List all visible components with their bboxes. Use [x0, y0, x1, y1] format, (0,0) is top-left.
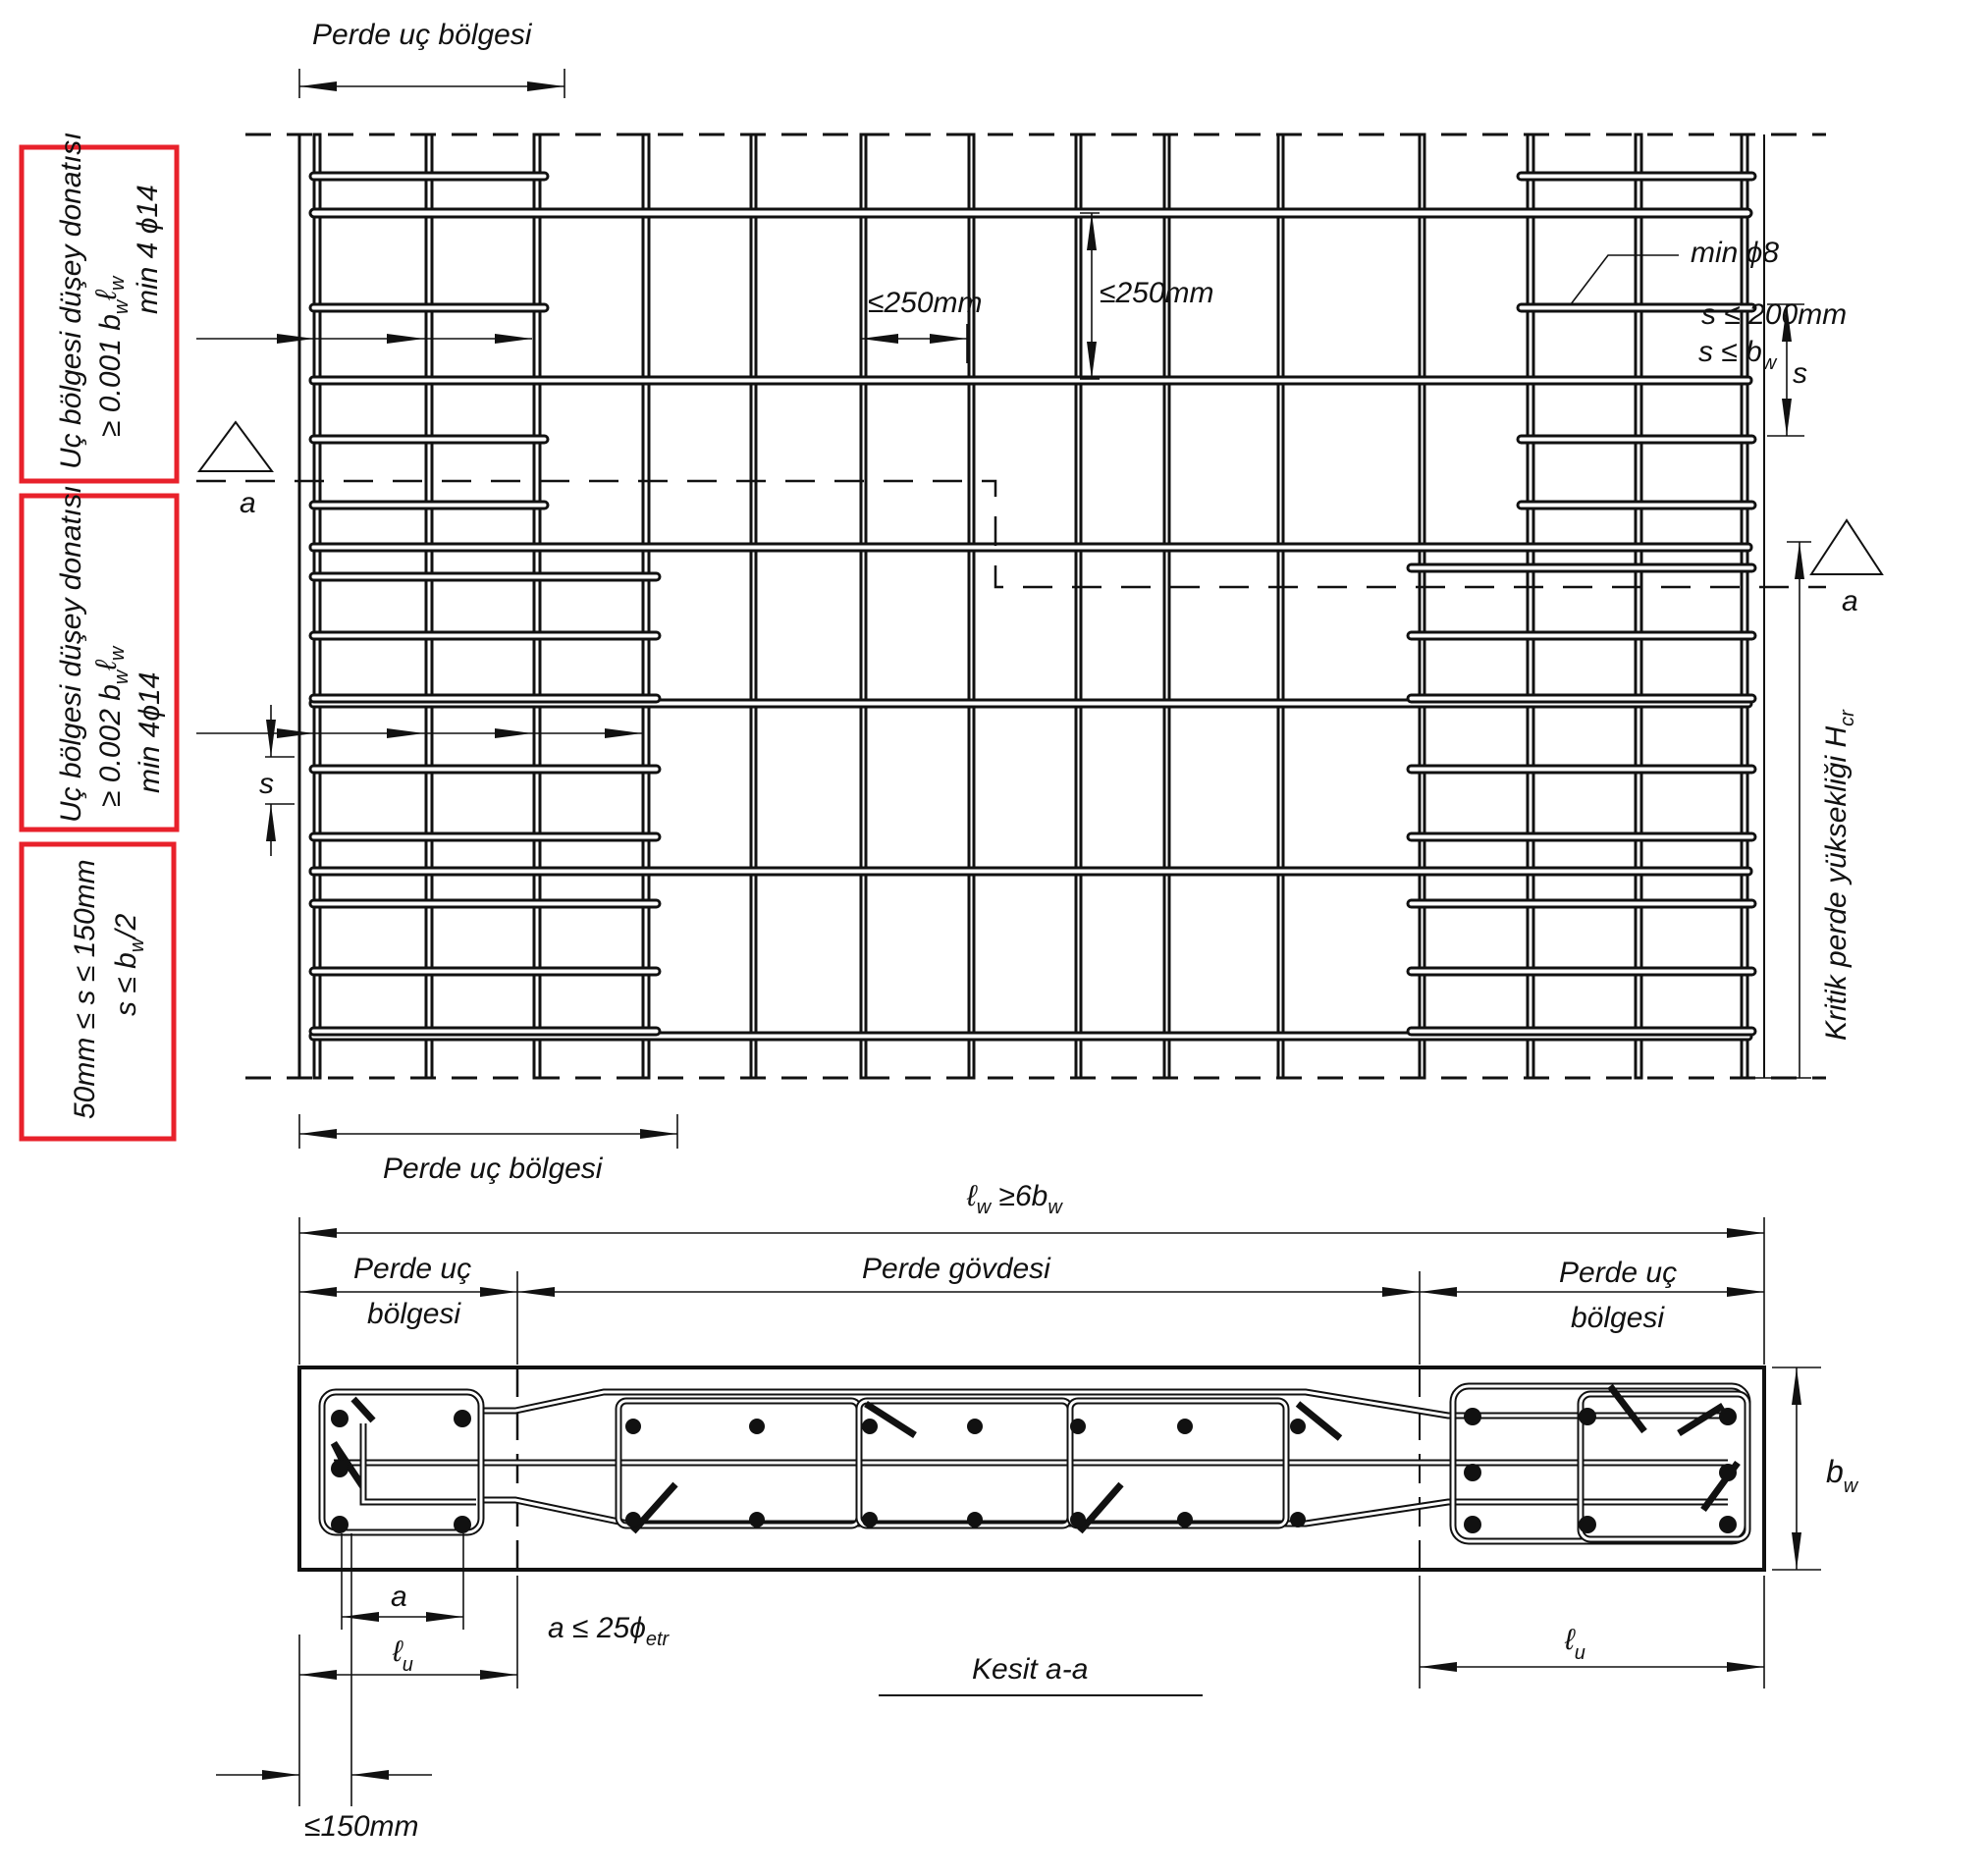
horizontal-bars: [308, 207, 1753, 1042]
note-1-line-1: Uç bölgesi düşey donatısı: [55, 132, 87, 469]
note-3-line-1: 50mm ≤ s ≤ 150mm: [69, 859, 101, 1119]
top-zone-label: Perde uç bölgesi: [312, 19, 533, 51]
right-hoop: [1449, 1382, 1751, 1545]
section-marker-left-label: a: [240, 487, 256, 519]
note-3-line-2: s ≤ bw/2: [110, 913, 148, 1016]
section-cut-line: [196, 479, 1826, 589]
left-s-label: s: [259, 768, 274, 800]
note-1-line-3: min 4 ϕ14: [132, 185, 164, 314]
note-box-2: Uç bölgesi düşey donatısı ≥ 0.002 bwℓw m…: [19, 485, 180, 832]
note-box-3: 50mm ≤ s ≤ 150mm s ≤ bw/2: [19, 841, 177, 1142]
right-zone-label-1: Perde uç: [1559, 1257, 1677, 1289]
vertical-bars: [312, 133, 1749, 1080]
horizontal-spacing-label: ≤250mm: [868, 287, 983, 319]
a-label: a: [391, 1581, 407, 1613]
stirrup-leader-line: [1570, 254, 1679, 305]
section-title: Kesit a-a: [972, 1653, 1088, 1686]
note-2-line-2: ≥ 0.002 bwℓw: [90, 645, 133, 807]
thickness-label: bw: [1826, 1454, 1859, 1497]
cross-section: ℓw ≥6bw Perde uç bölgesi Perde gövdesi P…: [216, 1180, 1859, 1843]
stirrup-spacing-rule-1: s ≤ 200mm: [1701, 298, 1847, 331]
left-stirrups: [308, 171, 662, 1037]
vertical-spacing-label: ≤250mm: [1100, 277, 1214, 309]
longitudinal-bars: [331, 1408, 1737, 1533]
left-hoop: [318, 1388, 485, 1536]
left-zone-label-2: bölgesi: [367, 1298, 461, 1330]
stirrup-spacing-rule-2: s ≤ bw: [1698, 336, 1778, 374]
note-2-line-1: Uç bölgesi düşey donatısı: [55, 485, 87, 823]
a-rule-label: a ≤ 25ϕetr: [548, 1612, 671, 1650]
note-box-1: Uç bölgesi düşey donatısı ≥ 0.001 bwℓw m…: [19, 132, 180, 484]
right-zone-label-2: bölgesi: [1571, 1302, 1665, 1334]
bottom-zone-label: Perde uç bölgesi: [383, 1152, 604, 1185]
note-2-line-3: min 4ϕ14: [134, 672, 166, 793]
web-ties: [615, 1397, 1343, 1534]
right-stirrups: [1406, 171, 1757, 1037]
note-1-line-2: ≥ 0.001 bwℓw: [90, 275, 133, 437]
right-s-label: s: [1793, 357, 1807, 390]
critical-height-label: Kritik perde yüksekliği Hcr: [1820, 709, 1858, 1041]
stirrup-diameter-label: min ϕ8: [1691, 237, 1779, 269]
section-marker-right-icon: [1809, 518, 1884, 575]
total-length-label: ℓw ≥6bw: [966, 1180, 1063, 1218]
left-zone-label-1: Perde uç: [353, 1253, 471, 1285]
web-label: Perde gövdesi: [862, 1253, 1051, 1285]
cover-label: ≤150mm: [304, 1810, 419, 1843]
section-marker-right-label: a: [1842, 585, 1858, 617]
lu-right-label: ℓu: [1564, 1624, 1585, 1664]
section-marker-left-icon: [197, 420, 274, 472]
wall-elevation: a a Perde uç bölgesi Perde uç bölgesi ≤2…: [196, 19, 1884, 1185]
lu-left-label: ℓu: [392, 1635, 413, 1676]
